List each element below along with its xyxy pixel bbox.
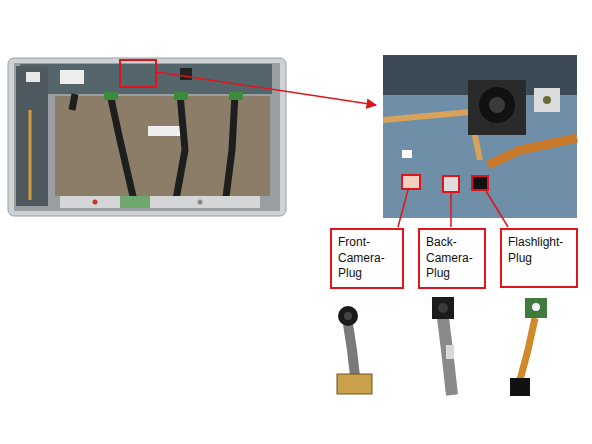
screw (198, 200, 203, 205)
flex-cable (488, 138, 577, 165)
chip (446, 345, 454, 359)
flex-cable (29, 110, 32, 200)
flex-cable (72, 94, 75, 110)
highlight-box (120, 60, 156, 87)
side-board (16, 66, 48, 206)
screw (93, 200, 98, 205)
camera-lens (338, 306, 358, 326)
camera-lens (479, 87, 515, 123)
flash-led (532, 303, 540, 311)
label-box: Flashlight- Plug (500, 228, 578, 288)
camera-lens (489, 97, 505, 113)
board-zoom (383, 55, 577, 218)
flash-board (525, 298, 547, 318)
back-camera-plug (443, 176, 459, 192)
tablet-frame (8, 58, 286, 216)
leader-line (486, 191, 508, 227)
tablet-photo (8, 58, 286, 216)
camera-module (432, 297, 454, 319)
flex-cable (110, 94, 135, 205)
connector (174, 92, 188, 100)
back-camera-part (432, 297, 454, 395)
part-label: Front- Camera- Plug (338, 235, 396, 282)
flex-cable (175, 94, 185, 205)
board-part (26, 72, 40, 82)
battery-label (148, 126, 184, 136)
camera-lens (438, 303, 448, 313)
leader-line (398, 190, 408, 227)
flex-cable (520, 318, 535, 380)
camera-module (468, 80, 526, 135)
flex-cable (383, 112, 480, 160)
zoom-arrow (157, 72, 376, 105)
front-camera-part (337, 306, 372, 394)
connector (104, 92, 118, 100)
connector (337, 374, 372, 394)
battery (55, 96, 270, 196)
flashlight-part (510, 298, 547, 396)
part-label: Back- Camera- Plug (426, 235, 478, 282)
label-box: Front- Camera- Plug (330, 228, 404, 289)
front-camera-plug (402, 175, 420, 189)
flash-board (534, 88, 560, 112)
part-label: Flashlight- Plug (508, 235, 570, 266)
connector (229, 92, 243, 100)
board-part (402, 150, 412, 158)
connector (510, 378, 530, 396)
label-box: Back- Camera- Plug (418, 228, 486, 289)
flex-cable (348, 324, 355, 376)
board-part (60, 70, 84, 84)
camera-lens (344, 312, 352, 320)
board-part (180, 68, 192, 80)
zoom-photo (383, 55, 577, 218)
bracket (60, 196, 260, 208)
connector (120, 196, 150, 208)
flash-led (543, 96, 551, 104)
flashlight-plug (472, 176, 488, 190)
main-board (20, 64, 272, 94)
leader-line (450, 193, 452, 227)
flex-cable (225, 94, 235, 205)
